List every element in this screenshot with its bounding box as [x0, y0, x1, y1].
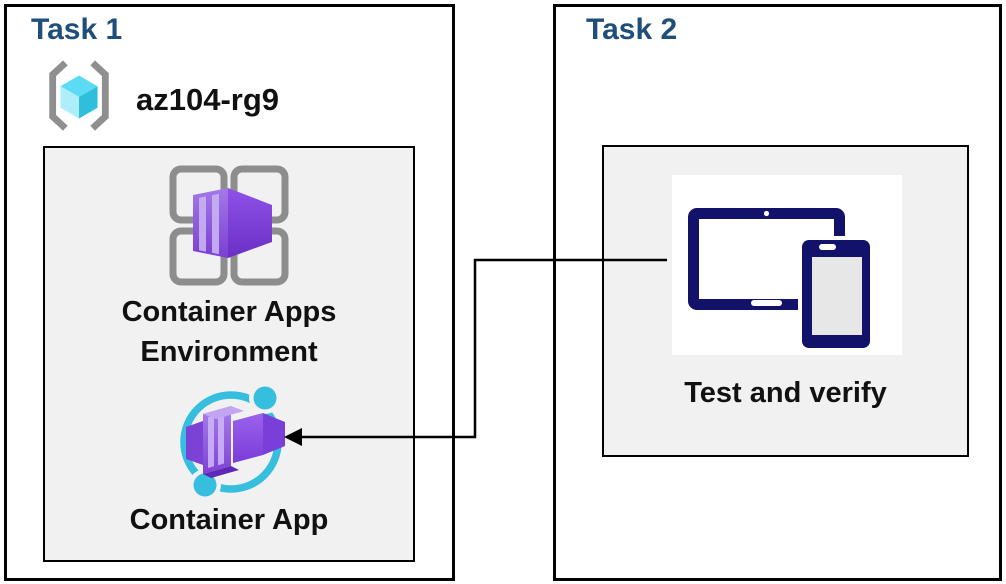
resource-group-row: az104-rg9: [40, 59, 279, 140]
test-and-verify-label: Test and verify: [684, 377, 887, 409]
task2-title: Task 2: [586, 13, 678, 46]
task1-title: Task 1: [31, 13, 123, 46]
task2-box: Task 2 Test and verify: [553, 4, 1002, 581]
container-app-icon: [167, 381, 289, 508]
resource-group-name: az104-rg9: [136, 81, 280, 117]
container-app-label: Container App: [129, 504, 329, 536]
test-container: Test and verify: [602, 145, 969, 457]
devices-card: [672, 175, 902, 355]
resource-group-container: Container Apps Environment: [43, 146, 415, 562]
environment-label: Container Apps Environment: [45, 292, 413, 372]
test-devices-icon: [672, 208, 902, 359]
container-apps-environment-icon: [168, 165, 290, 292]
azure-resource-group-icon: [40, 59, 118, 140]
environment-label-line2: Environment: [140, 336, 318, 368]
environment-label-line1: Container Apps: [121, 296, 337, 328]
task1-box: Task 1 az104-rg9: [4, 4, 455, 581]
